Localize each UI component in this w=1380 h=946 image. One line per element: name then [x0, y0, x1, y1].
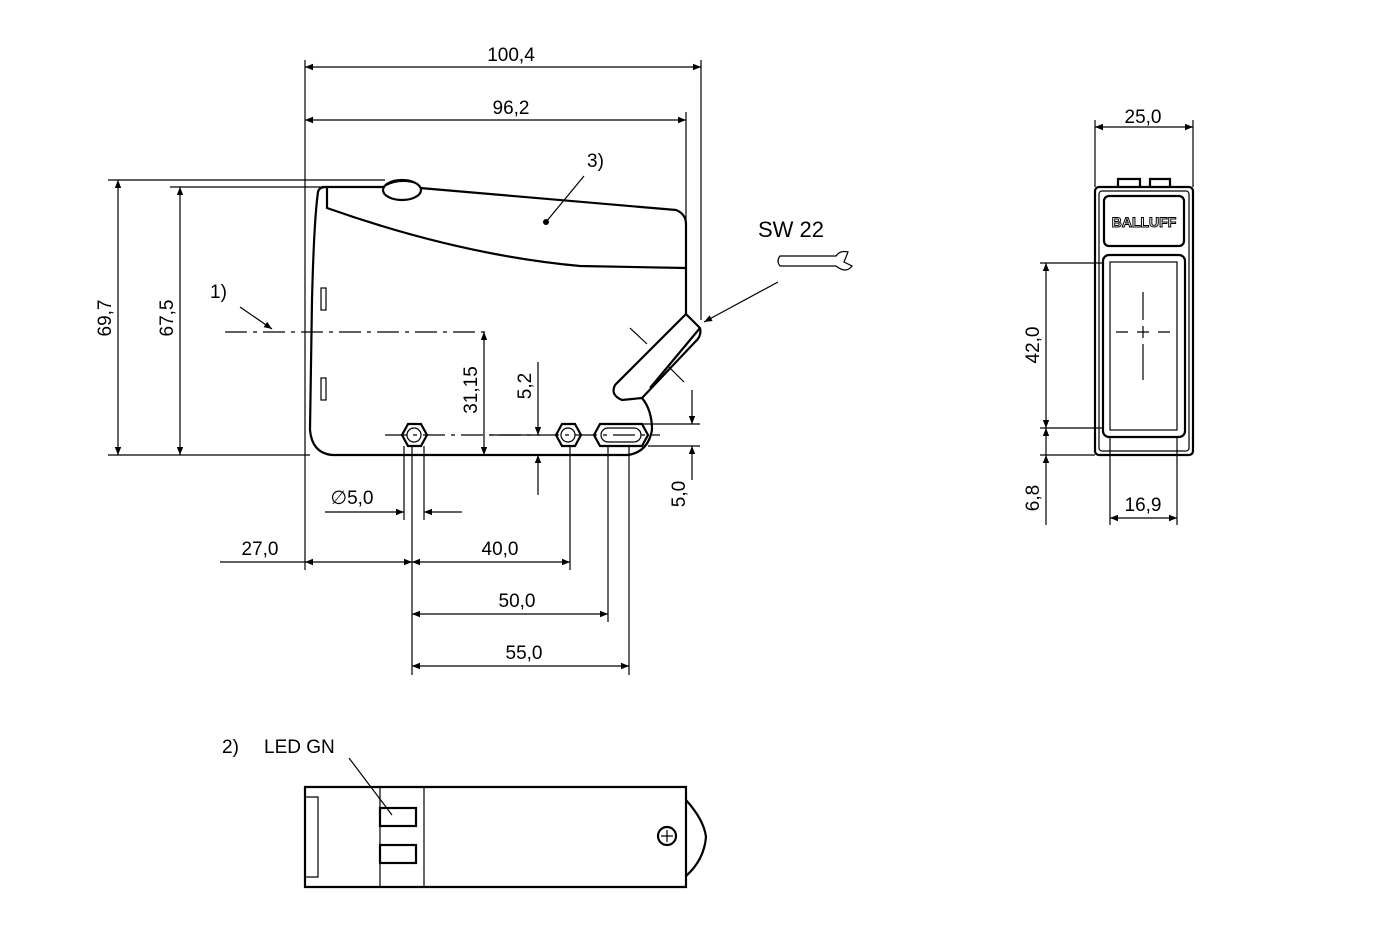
- logo-plate: [1102, 194, 1186, 248]
- front-housing: [1093, 185, 1195, 457]
- bottom-view: 2) LED GN: [222, 737, 708, 889]
- note-1: 1): [210, 282, 227, 303]
- wrench-size: SW 22: [758, 217, 824, 242]
- dim-body-height: 67,5: [157, 300, 178, 337]
- side-view: 100,4 96,2 69,7 67,5 31,15 5,2 5,0 ∅5,0 …: [95, 45, 853, 675]
- led-label: LED GN: [264, 737, 335, 758]
- dim-hole1-from-edge: 27,0: [242, 539, 279, 560]
- brand-logo: BALLUFF: [1112, 214, 1177, 230]
- lens-window: [1101, 253, 1187, 439]
- vent-slot: [320, 287, 327, 311]
- dim-slot-width: 5,0: [669, 481, 690, 507]
- lens-edge: [685, 799, 708, 877]
- note-2: 2): [222, 737, 239, 758]
- front-view: BALLUFF 25,0 42,0 6,8 16,9: [1023, 107, 1195, 525]
- housing-outline: [308, 185, 702, 457]
- led-green: [378, 806, 418, 828]
- lens-head: [612, 313, 701, 402]
- led-window: [381, 178, 423, 202]
- bottom-housing: [303, 785, 688, 889]
- led: [378, 843, 418, 865]
- dim-overall-length: 100,4: [487, 45, 535, 66]
- label-area: [325, 188, 687, 270]
- dim-slot-end: 55,0: [506, 643, 543, 664]
- dim-lens-height: 42,0: [1023, 327, 1044, 364]
- dim-hole-spacing: 40,0: [482, 539, 519, 560]
- vent-slot: [320, 377, 327, 401]
- note-3: 3): [587, 151, 604, 172]
- wrench-icon: [777, 250, 853, 271]
- dim-slot-start: 50,0: [499, 591, 536, 612]
- dim-hole-diameter: ∅5,0: [331, 488, 374, 509]
- dim-axis-height: 31,15: [461, 366, 482, 414]
- dim-overall-height: 69,7: [95, 300, 116, 337]
- dim-body-length: 96,2: [493, 98, 530, 119]
- dim-hole-offset: 5,2: [515, 373, 536, 399]
- dim-lens-width: 16,9: [1125, 495, 1162, 516]
- screw-icon: [656, 825, 678, 847]
- dim-lens-bottom: 6,8: [1023, 485, 1044, 511]
- dim-width: 25,0: [1125, 107, 1162, 128]
